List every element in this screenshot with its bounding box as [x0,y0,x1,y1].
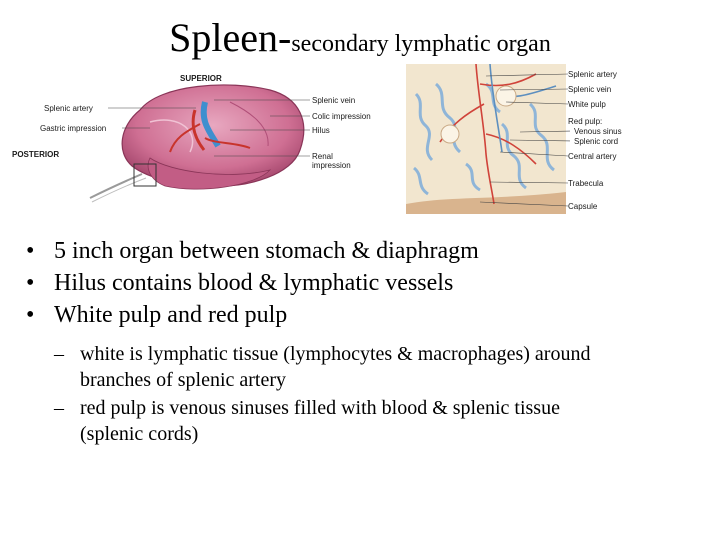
spleen-gross-anatomy-illustration [89,84,310,203]
bullet-item: • White pulp and red pulp [26,299,706,331]
label-superior: SUPERIOR [180,74,222,83]
bullet-text: White pulp and red pulp [54,302,288,328]
label-capsule: Capsule [568,202,598,211]
label-white-pulp: White pulp [568,100,606,109]
label-splenic-vein-left: Splenic vein [312,96,356,105]
label-trabecula: Trabecula [568,179,604,188]
label-hilus: Hilus [312,126,330,135]
label-splenic-artery-left: Splenic artery [44,104,93,113]
label-central-artery: Central artery [568,152,617,161]
bullet-list: • 5 inch organ between stomach & diaphra… [26,235,706,447]
bullet-marker: • [26,302,35,328]
label-posterior: POSTERIOR [12,150,60,159]
sub-bullet-item: – white is lymphatic tissue (lymphocytes… [26,341,706,393]
sub-bullet-item: – red pulp is venous sinuses filled with… [26,395,706,447]
histology-leader-lines [480,73,570,207]
label-venous-sinus: Venous sinus [574,127,622,136]
bullet-item: • 5 inch organ between stomach & diaphra… [26,235,706,267]
label-renal-impression-line1: Renal [312,152,333,161]
spleen-histology-illustration [406,64,566,214]
sub-bullet-line: white is lymphatic tissue (lymphocytes &… [80,343,591,365]
slide-title: Spleen-secondary lymphatic organ [0,14,720,61]
sub-bullet-line: (splenic cords) [80,423,199,445]
label-splenic-cord: Splenic cord [574,137,619,146]
title-subtitle: secondary lymphatic organ [291,31,551,57]
spleen-figure: SUPERIOR POSTERIOR Splenic artery Gastri… [0,62,720,222]
bullet-text: 5 inch organ between stomach & diaphragm [54,238,479,264]
label-renal-impression-line2: impression [312,161,351,170]
bullet-text: Hilus contains blood & lymphatic vessels [54,270,454,296]
sub-bullet-marker: – [54,343,64,365]
title-main: Spleen- [169,15,292,60]
bullet-marker: • [26,238,35,264]
bullet-marker: • [26,270,35,296]
sub-bullet-line: red pulp is venous sinuses filled with b… [80,397,560,419]
label-colic-impression: Colic impression [312,112,371,121]
label-splenic-vein-right: Splenic vein [568,85,612,94]
label-red-pulp: Red pulp: [568,117,603,126]
sub-bullet-marker: – [54,397,64,419]
label-splenic-artery-right: Splenic artery [568,70,617,79]
bullet-item: • Hilus contains blood & lymphatic vesse… [26,267,706,299]
label-gastric-impression: Gastric impression [40,124,107,133]
sub-bullet-line: branches of splenic artery [80,369,287,391]
